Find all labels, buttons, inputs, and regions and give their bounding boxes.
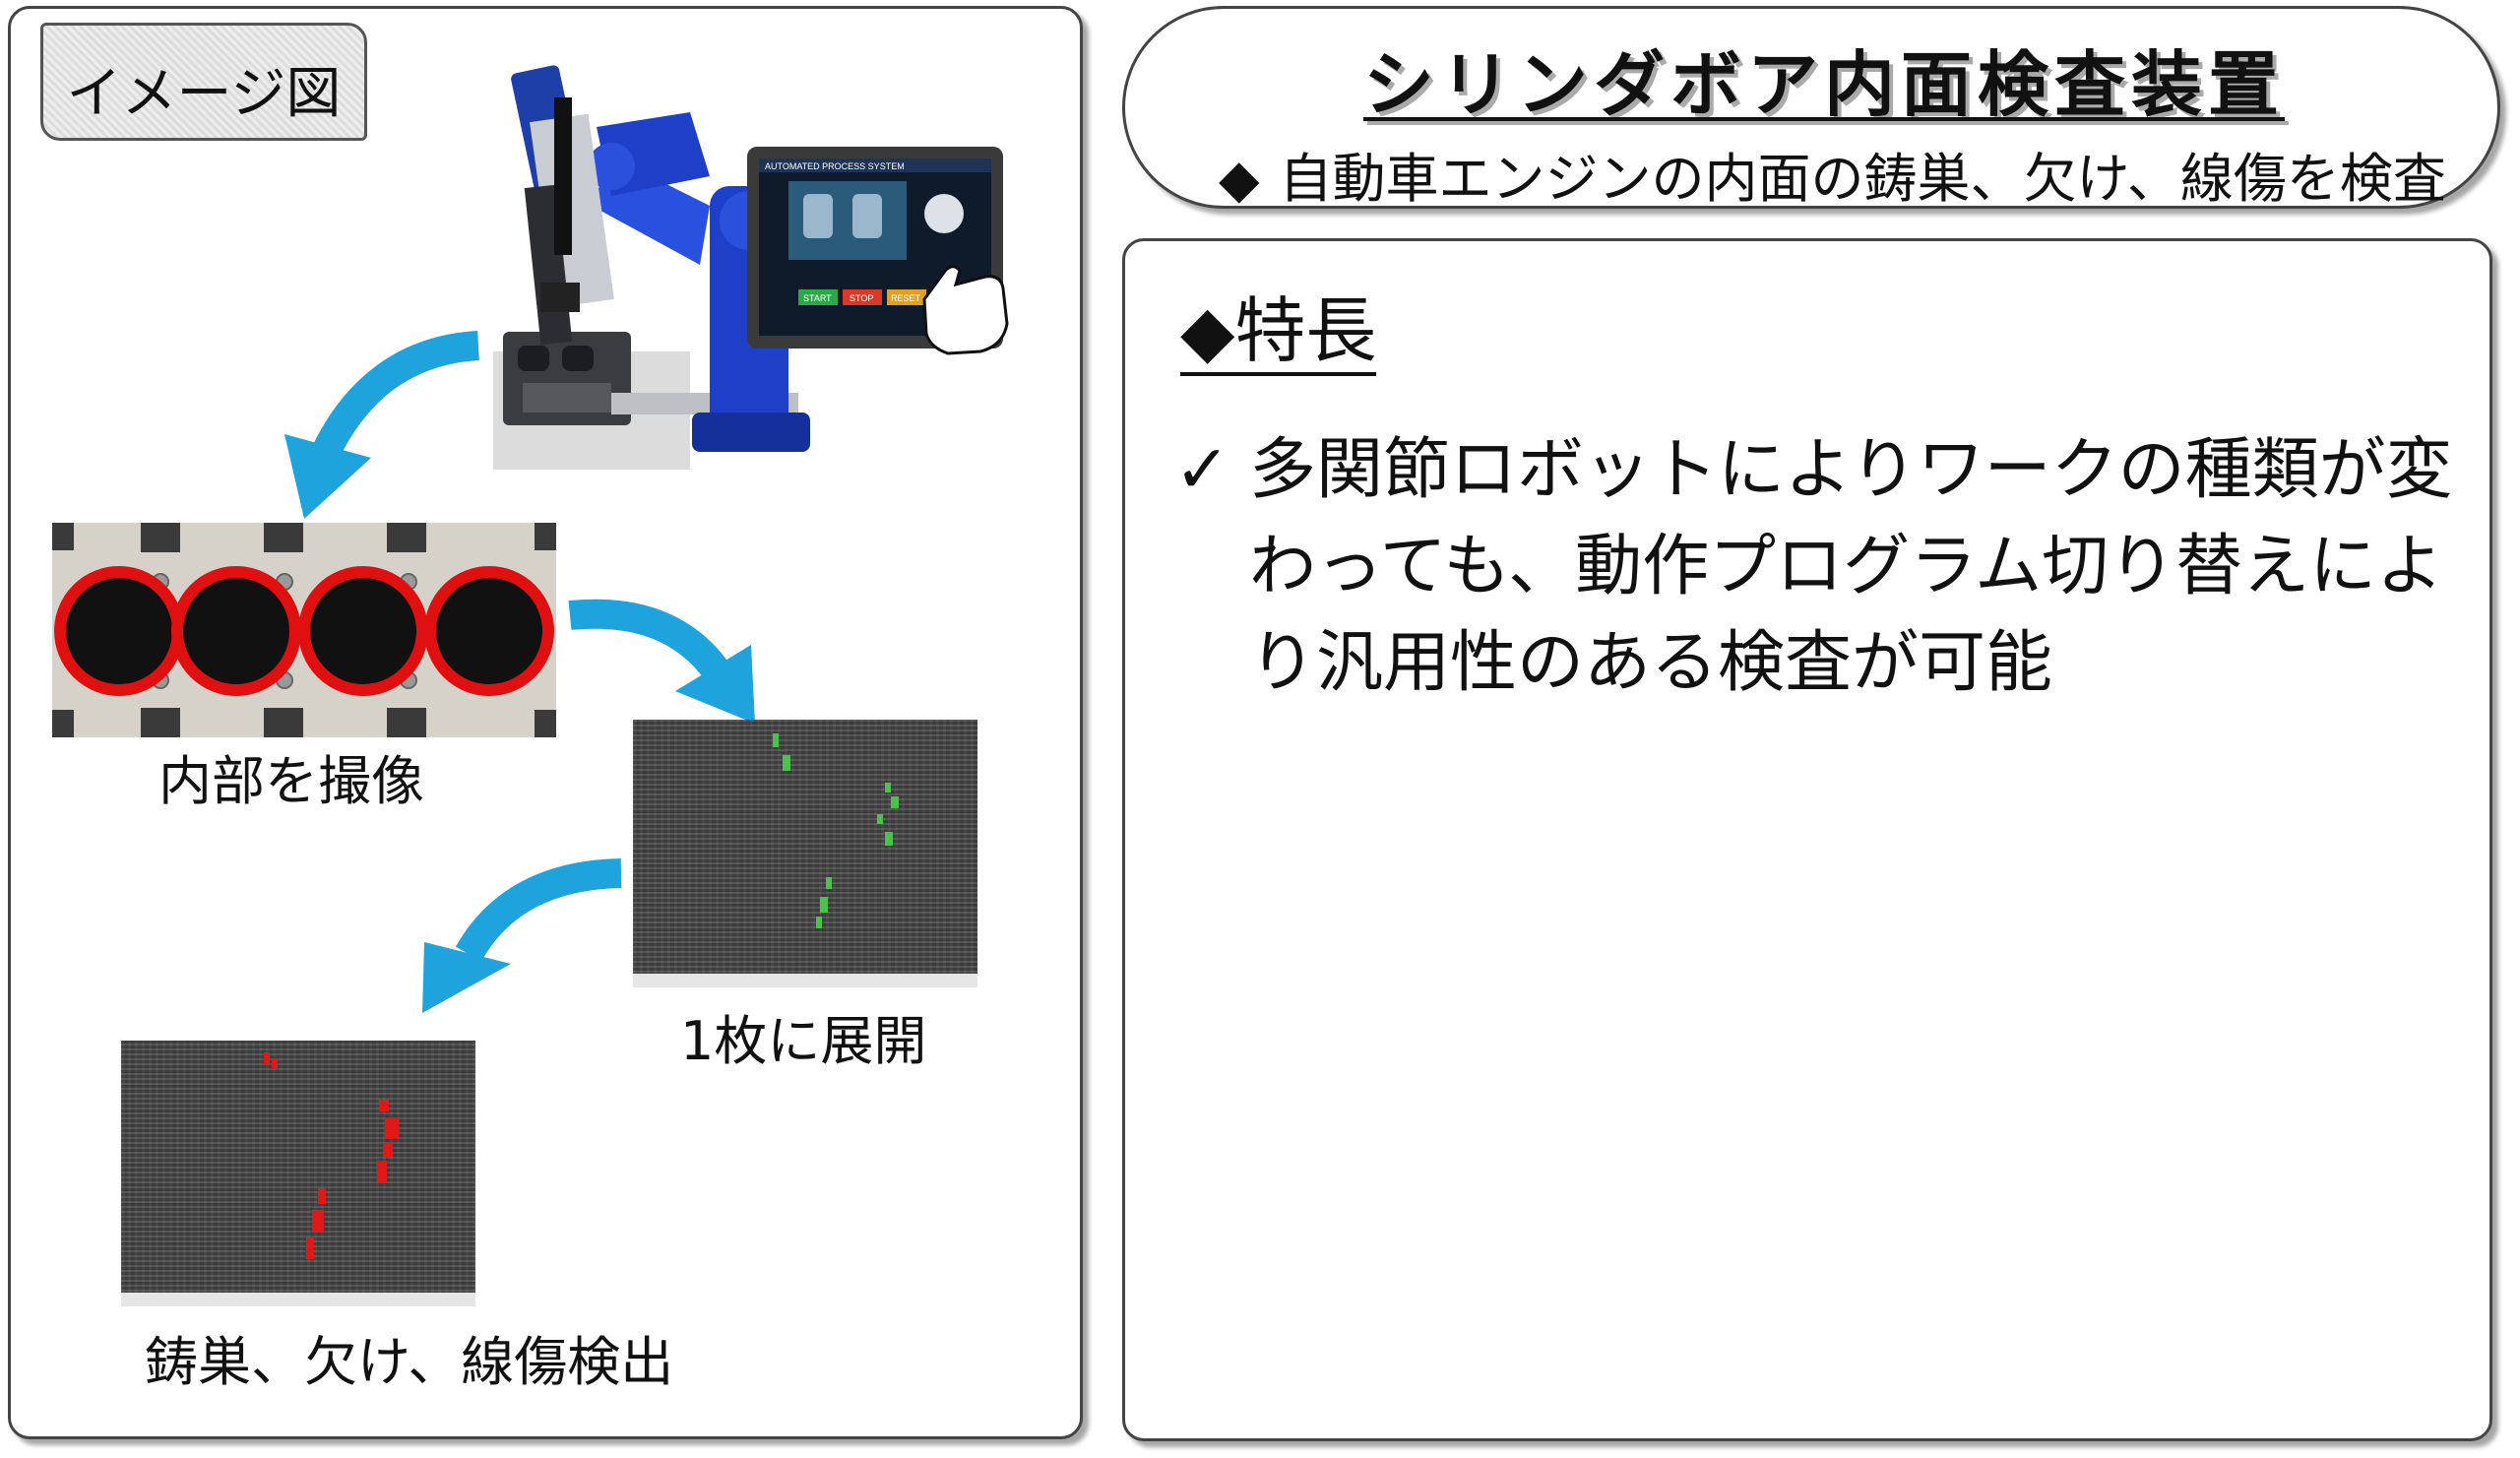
image-diagram-panel: イメージ図 (8, 6, 1083, 1439)
image-diagram-label-text: イメージ図 (66, 62, 342, 126)
bore-circles (54, 566, 554, 696)
subtitle: ◆ 自動車エンジンの内面の鋳巣、欠け、線傷を検査 (1219, 135, 2446, 213)
features-heading: ◆特長 (1180, 291, 1377, 377)
feature-item: ✓ 多関節ロボットによりワークの種類が変わっても、動作プログラム切り替えにより汎… (1174, 422, 2460, 712)
green-defect-marks (773, 733, 899, 928)
tablet-start-button: START (803, 293, 832, 303)
subtitle-text: 自動車エンジンの内面の鋳巣、欠け、線傷を検査 (1279, 148, 2446, 210)
cylinder-bore-image (52, 523, 556, 737)
features-panel: ◆特長 ✓ 多関節ロボットによりワークの種類が変わっても、動作プログラム切り替え… (1122, 238, 2492, 1441)
image-diagram-label: イメージ図 (40, 23, 367, 141)
flow-arrow-3 (422, 858, 622, 1013)
red-defect-marks (264, 1052, 399, 1259)
flow-arrow-2 (568, 599, 755, 724)
caption-unfold: 1枚に展開 (680, 1010, 927, 1072)
flow-arrow-1 (284, 331, 480, 519)
caption-detect: 鋳巣、欠け、線傷検出 (145, 1331, 674, 1393)
page-title: シリンダボア内面検査装置 (1362, 43, 2285, 126)
tablet-reset-button: RESET (891, 293, 921, 303)
hand-pointer-icon (922, 265, 1009, 355)
diamond-bullet-icon: ◆ (1219, 148, 1260, 210)
feature-item-text: 多関節ロボットによりワークの種類が変わっても、動作プログラム切り替えにより汎用性… (1249, 431, 2453, 702)
touch-tablet: AUTOMATED PROCESS SYSTEM START STOP RESE… (747, 147, 1009, 355)
tablet-stop-button: STOP (850, 293, 873, 303)
caption-capture: 内部を撮像 (158, 750, 424, 812)
unfolded-bore-image (633, 720, 977, 987)
title-box: シリンダボア内面検査装置 ◆ 自動車エンジンの内面の鋳巣、欠け、線傷を検査 (1122, 6, 2500, 210)
defect-detected-image (121, 1041, 475, 1306)
tablet-screen-title: AUTOMATED PROCESS SYSTEM (765, 161, 905, 171)
robot-inspection-illustration: AUTOMATED PROCESS SYSTEM START STOP RESE… (493, 65, 1009, 470)
checkmark-icon: ✓ (1174, 431, 1230, 509)
